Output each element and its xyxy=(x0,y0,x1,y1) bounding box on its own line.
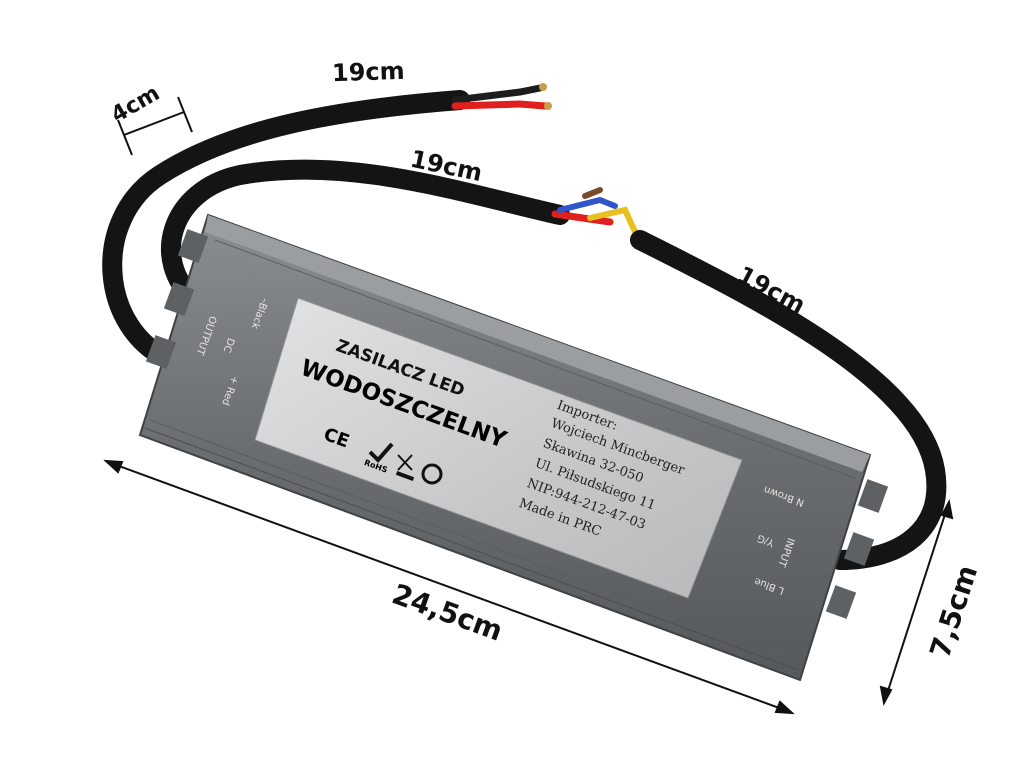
weee-bin-icon xyxy=(397,454,413,471)
recycle-icon xyxy=(421,463,443,485)
input-wire-brown xyxy=(582,187,603,199)
output-wire-tip xyxy=(544,102,552,110)
product-label-plate xyxy=(254,297,743,599)
output-wire-black xyxy=(451,84,544,104)
input-wire-red xyxy=(551,210,614,226)
input-wire-blue xyxy=(557,196,618,213)
dimension-output-cable-label: 19cm xyxy=(331,56,406,88)
weee-bar-icon xyxy=(395,471,415,481)
checkmark-icon xyxy=(368,442,394,463)
dimension-width-arrow xyxy=(879,499,954,706)
output-cable xyxy=(102,90,470,370)
input-wire-yellow xyxy=(587,206,641,241)
output-wire-red xyxy=(451,100,549,110)
dimension-strip-arrow xyxy=(117,96,193,156)
dimension-length-arrow xyxy=(103,459,795,715)
output-wire-tip xyxy=(539,83,547,91)
input-cable-outer xyxy=(630,230,947,570)
input-cable-inner xyxy=(161,159,570,310)
